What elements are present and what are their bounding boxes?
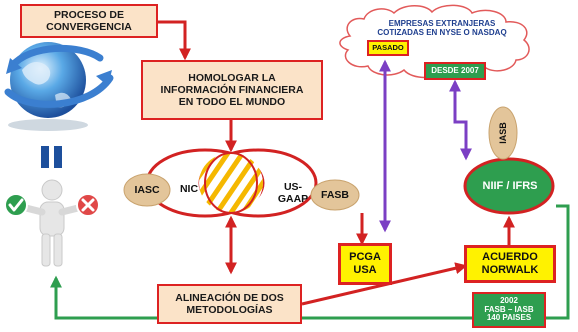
iasb-label: IASB <box>497 122 508 144</box>
fasb-label: FASB <box>320 188 349 201</box>
pasado-box: PASADO <box>367 40 409 56</box>
pcga-box: PCGA USA <box>338 243 392 285</box>
check-icon <box>4 193 28 217</box>
iasc-label: IASC <box>134 183 160 196</box>
globe-icon <box>4 42 114 131</box>
pcga-label: PCGA USA <box>349 251 381 276</box>
iasb-ellipse <box>488 106 518 160</box>
desde2007-box: DESDE 2007 <box>424 62 486 80</box>
fasb-iasb-label: 2002 FASB – IASB 140 PAISES <box>484 295 534 323</box>
acuerdo-box: ACUERDO NORWALK <box>464 245 556 283</box>
homologar-box: HOMOLOGAR LA INFORMACIÓN FINANCIERA EN T… <box>141 60 323 120</box>
iasc-ellipse <box>123 173 171 207</box>
pasado-label: PASADO <box>372 42 404 52</box>
nic-label: NIC <box>179 182 199 195</box>
arrows <box>50 20 570 320</box>
arrow-alineacion-acuerdo <box>301 262 468 306</box>
niif-ellipse <box>463 157 555 215</box>
desde2007-label: DESDE 2007 <box>431 66 479 76</box>
homologar-label: HOMOLOGAR LA INFORMACIÓN FINANCIERA EN T… <box>160 71 304 109</box>
equals-sign-icon <box>41 146 62 168</box>
niif-label: NIIF / IFRS <box>482 179 538 192</box>
alineacion-box: ALINEACIÓN DE DOS METODOLOGÍAS <box>157 284 302 324</box>
usgaap-label: US- GAAP <box>277 180 309 205</box>
alineacion-label: ALINEACIÓN DE DOS METODOLOGÍAS <box>175 291 284 316</box>
cloud-icon <box>339 4 530 79</box>
empresas-label: EMPRESAS EXTRANJERAS COTIZADAS EN NYSE O… <box>377 18 507 37</box>
arrow-desde2007-niif <box>449 79 472 161</box>
fasb-ellipse <box>310 179 360 211</box>
cross-icon <box>76 193 100 217</box>
proceso-label: PROCESO DE CONVERGENCIA <box>46 8 132 33</box>
proceso-box: PROCESO DE CONVERGENCIA <box>20 4 158 38</box>
fasb-iasb-box: 2002 FASB – IASB 140 PAISES <box>472 292 546 328</box>
arrow-niif-person <box>50 204 570 320</box>
arrow-proceso-homologar <box>158 20 191 61</box>
acuerdo-label: ACUERDO NORWALK <box>481 251 539 276</box>
person-icon <box>14 179 90 267</box>
